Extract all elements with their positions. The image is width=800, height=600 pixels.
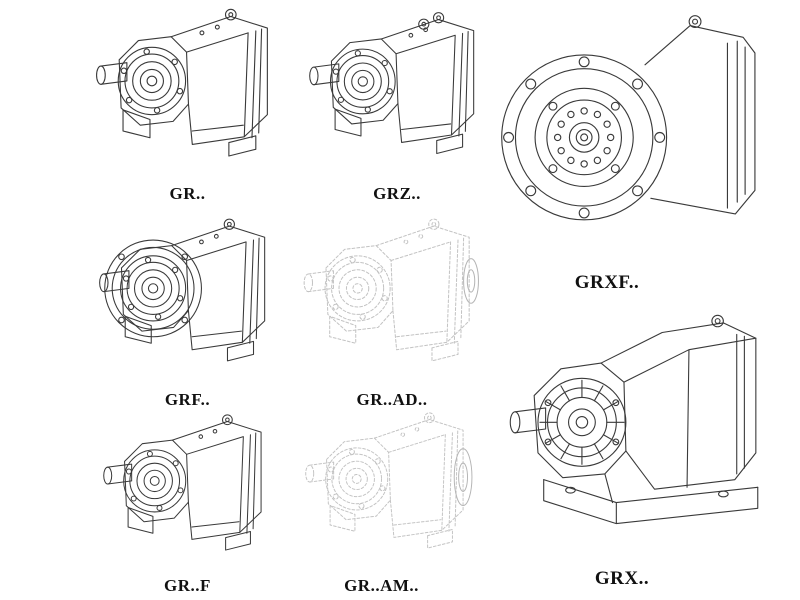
model-grf: GRF.. bbox=[85, 214, 290, 414]
gr-ad-gearbox-phantom-drawing bbox=[292, 214, 479, 386]
model-label-gr-f: GR..F bbox=[164, 576, 211, 595]
gr-am-gearbox-phantom-drawing bbox=[292, 408, 473, 572]
model-label-gr-am: GR..AM.. bbox=[344, 576, 419, 595]
grxf-gearbox-drawing bbox=[495, 0, 795, 265]
gr-f-gearbox-drawing bbox=[85, 410, 290, 574]
model-grxf: GRXF.. bbox=[495, 0, 795, 305]
model-gr: GR.. bbox=[85, 4, 290, 209]
gr-gearbox-drawing bbox=[85, 4, 290, 182]
model-gr-f: GR..F bbox=[85, 410, 290, 600]
model-grx: GRX.. bbox=[500, 300, 790, 590]
model-label-gr: GR.. bbox=[169, 184, 206, 203]
model-label-grxf: GRXF.. bbox=[574, 272, 640, 293]
grx-gearbox-drawing bbox=[500, 300, 790, 558]
grf-gearbox-drawing bbox=[85, 214, 290, 386]
model-label-grf: GRF.. bbox=[164, 390, 211, 409]
model-gr-am: GR..AM.. bbox=[292, 408, 487, 598]
grz-gearbox-drawing bbox=[300, 4, 494, 182]
model-label-grz: GRZ.. bbox=[373, 184, 421, 203]
model-label-gr-ad: GR..AD.. bbox=[356, 390, 428, 409]
model-grz: GRZ.. bbox=[300, 4, 494, 209]
model-label-grx: GRX.. bbox=[594, 568, 650, 589]
model-gr-ad: GR..AD.. bbox=[292, 214, 492, 414]
